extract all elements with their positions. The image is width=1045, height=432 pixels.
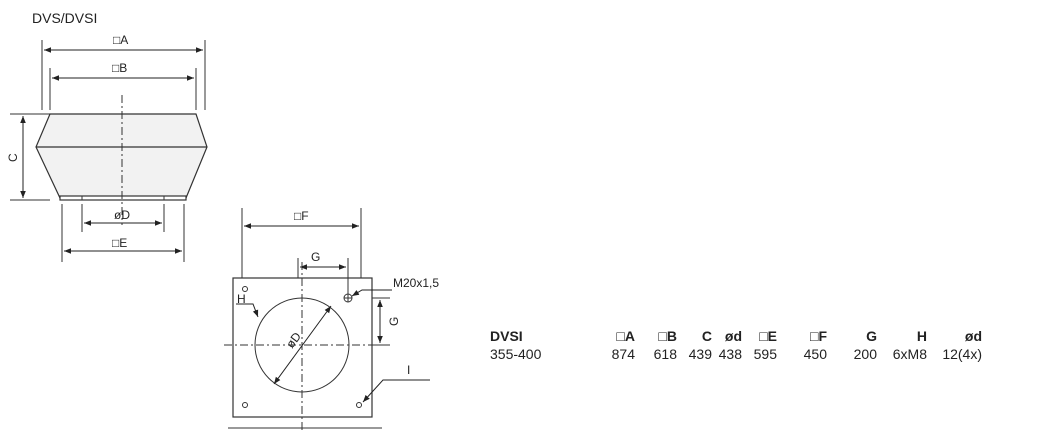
table-header: □F	[809, 328, 827, 344]
label-e: □E	[112, 236, 127, 250]
table-header-row: DVSI □A □B C ød □E □F G H ød	[490, 327, 982, 345]
table-cell: 200	[853, 346, 877, 362]
label-thread: M20x1,5	[393, 276, 439, 290]
table-cell: 874	[611, 346, 635, 362]
table-cell: 450	[803, 346, 827, 362]
table-header: ød	[724, 328, 742, 344]
label-b: □B	[112, 61, 127, 75]
side-view	[10, 40, 208, 262]
label-a: □A	[113, 33, 128, 47]
table-header: H	[916, 328, 927, 344]
label-i: I	[407, 363, 410, 377]
table-cell: 6xM8	[892, 346, 927, 362]
table-cell: 439	[688, 346, 712, 362]
table-header: ød	[964, 328, 982, 344]
table-header: □E	[759, 328, 777, 344]
label-f: □F	[294, 209, 309, 223]
label-h: H	[237, 292, 246, 306]
leader-i	[362, 379, 430, 403]
dimension-table: DVSI □A □B C ød □E □F G H ød 355-400 874…	[490, 327, 982, 363]
plan-view	[224, 208, 390, 432]
table-row: 355-400 874 618 439 438 595 450 200 6xM8…	[490, 345, 982, 363]
table-cell: 618	[653, 346, 677, 362]
table-cell: 355-400	[490, 346, 542, 362]
table-cell: 12(4x)	[942, 346, 982, 362]
table-header: G	[866, 328, 877, 344]
label-g-horizontal: G	[311, 250, 320, 264]
table-header: □B	[658, 328, 677, 344]
table-header: □A	[616, 328, 635, 344]
label-d: øD	[114, 208, 130, 222]
label-g-vertical: G	[387, 317, 401, 326]
leader-m20	[351, 289, 392, 297]
dim-d-plan-line	[273, 305, 332, 385]
table-cell: 595	[753, 346, 777, 362]
leader-h	[236, 303, 259, 318]
label-c: C	[6, 153, 20, 162]
table-cell: 438	[718, 346, 742, 362]
table-header: DVSI	[490, 328, 523, 344]
series-title: DVS/DVSI	[32, 10, 98, 26]
table-header: C	[701, 328, 712, 344]
